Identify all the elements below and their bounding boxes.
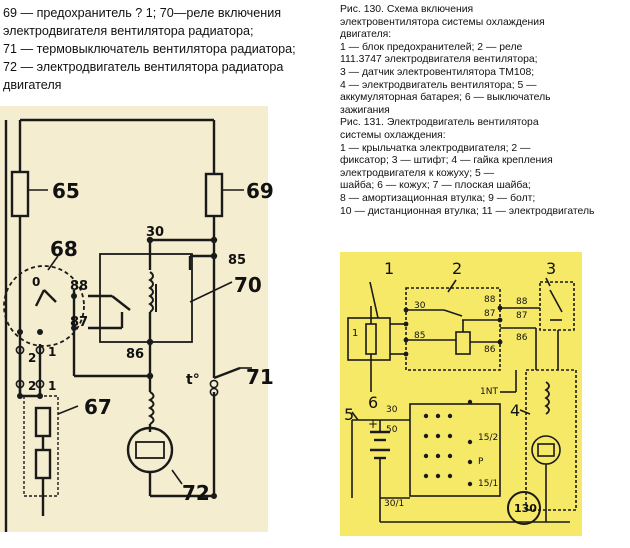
label-69: 69 <box>246 179 274 203</box>
right-caption-line: Рис. 130. Схема включения <box>340 4 474 15</box>
left-caption: 69 — предохранитель ? 1; 70—реле включен… <box>3 4 335 94</box>
left-caption-line: двигателя <box>3 78 62 92</box>
label-t30: 30 <box>146 225 164 240</box>
label-70: 70 <box>234 273 262 297</box>
right-caption-line: 1 — крыльчатка электродвигателя; 2 — <box>340 142 531 154</box>
right-caption-line: зажигания <box>340 104 390 116</box>
label-t86: 86 <box>126 347 144 362</box>
left-wiring-diagram: 65 69 68 0 30 85 88 87 86 70 t° 71 2 1 2… <box>0 106 274 532</box>
right-caption-line: аккумуляторная батарея; 6 — выключатель <box>340 92 551 104</box>
label-67: 67 <box>84 395 112 419</box>
r-label-n4: 4 <box>510 401 520 420</box>
r-label-n5: 5 <box>344 405 354 424</box>
r-label-s30-1: 30/1 <box>384 499 404 509</box>
left-caption-line: 69 — предохранитель ? 1; 70—реле включен… <box>3 6 282 20</box>
r-label-n2: 2 <box>452 259 462 278</box>
right-caption-line: электродвигателя к кожуху; 5 — <box>340 167 495 179</box>
label-1b: 1 <box>48 379 56 393</box>
label-2: 2 <box>28 351 36 365</box>
r-label-n6: 6 <box>368 393 378 412</box>
r-label-r88: 88 <box>484 295 496 305</box>
right-caption-line: 8 — амортизационная втулка; 9 — болт; <box>340 192 536 204</box>
r-label-int: 1NT <box>480 387 498 397</box>
right-caption-line: системы охлаждения: <box>340 129 446 141</box>
r-label-t88: 88 <box>516 297 528 307</box>
r-label-s15-1: 15/1 <box>478 479 498 489</box>
left-caption-line: 72 — электродвигатель вентилятора радиат… <box>3 60 284 74</box>
r-label-t85: 85 <box>414 331 425 341</box>
label-68: 68 <box>50 237 78 261</box>
label-t85: 85 <box>228 253 246 268</box>
label-t87: 87 <box>70 315 88 330</box>
r-label-plus: + <box>368 417 378 431</box>
r-label-sp: P <box>478 457 484 467</box>
right-caption-line: Рис. 131. Электродвигатель вентилятора <box>340 117 539 129</box>
r-label-s50: 50 <box>386 425 398 435</box>
left-caption-line: 71 — термовыключатель вентилятора радиат… <box>3 42 296 56</box>
left-caption-line: электродвигателя вентилятора радиатора; <box>3 24 254 38</box>
r-label-t30: 30 <box>414 301 426 311</box>
label-72: 72 <box>182 481 210 505</box>
r-label-r86: 86 <box>484 345 496 355</box>
r-label-s30: 30 <box>386 405 398 415</box>
r-label-r87: 87 <box>484 309 495 319</box>
r-label-n3: 3 <box>546 259 556 278</box>
r-label-t87: 87 <box>516 311 527 321</box>
label-t88: 88 <box>70 279 88 294</box>
r-label-fuse-1: 1 <box>352 328 358 339</box>
right-caption-line: двигателя: <box>340 29 392 41</box>
right-caption-line: 111.3747 электродвигателя вентилятора; <box>340 54 538 66</box>
right-wiring-diagram: 1 2 3 4 5 6 1 30 85 88 87 86 88 87 86 1N… <box>340 252 582 536</box>
right-caption-line: 3 — датчик электровентилятора ТМ108; <box>340 66 535 78</box>
r-label-s15-2: 15/2 <box>478 433 498 443</box>
label-2b: 2 <box>28 379 36 393</box>
r-label-n1: 1 <box>384 259 394 278</box>
label-thermo-t: t° <box>186 372 200 388</box>
right-caption-line: 4 — электродвигатель вентилятора; 5 — <box>340 79 537 91</box>
label-65: 65 <box>52 179 80 203</box>
r-label-fig: 130 <box>514 502 537 515</box>
label-pos-0: 0 <box>32 275 40 289</box>
right-caption-line: 10 — дистанционная втулка; 11 — электрод… <box>340 205 595 217</box>
right-caption-line: шайба; 6 — кожух; 7 — плоская шайба; <box>340 180 531 192</box>
right-caption: Рис. 130. Схема включения электровентиля… <box>340 4 630 218</box>
right-caption-line: 1 — блок предохранителей; 2 — реле <box>340 41 523 53</box>
r-label-t86: 86 <box>516 333 528 343</box>
right-caption-line: фиксатор; 3 — штифт; 4 — гайка крепления <box>340 155 553 167</box>
right-caption-line: электровентилятора системы охлаждения <box>340 16 545 28</box>
label-71: 71 <box>246 365 274 389</box>
label-1: 1 <box>48 345 56 359</box>
